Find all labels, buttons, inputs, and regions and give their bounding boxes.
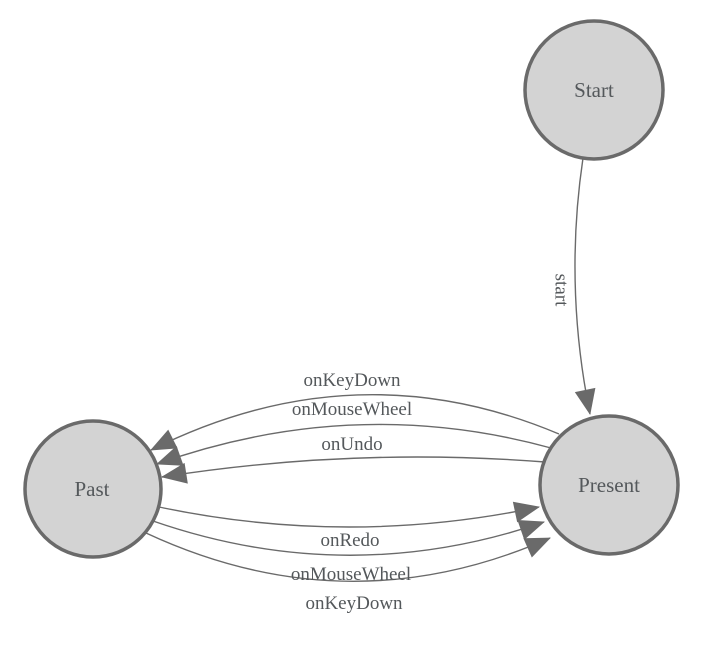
state-node-start[interactable]: Start — [523, 19, 665, 161]
state-circle-past[interactable] — [23, 419, 163, 559]
state-label-present: Present — [578, 473, 640, 497]
edge-labels-layer: start onKeyDown onMouseWheel onUndo onRe… — [291, 274, 572, 614]
edge-present-to-past-onmousewheel — [156, 423, 552, 466]
nodes-layer: Start Past Present — [23, 19, 680, 559]
state-label-start: Start — [574, 78, 614, 102]
state-circle-start[interactable] — [523, 19, 665, 161]
edge-past-to-present-onredo — [158, 501, 540, 528]
edge-present-to-past-onkeydown — [150, 394, 560, 451]
edges-layer — [145, 157, 596, 582]
edge-label-onkeydown-top: onKeyDown — [303, 370, 401, 391]
edge-label-start: start — [551, 274, 572, 307]
edge-past-to-present-onmousewheel — [152, 520, 545, 556]
edge-label-onkeydown-bottom: onKeyDown — [305, 593, 403, 614]
edge-label-onmousewheel-top: onMouseWheel — [292, 399, 412, 420]
edge-label-onmousewheel-bottom: onMouseWheel — [291, 564, 411, 585]
edge-label-onundo: onUndo — [321, 434, 382, 455]
edge-start-to-present — [574, 157, 596, 415]
state-label-past: Past — [74, 477, 109, 501]
edge-present-to-past-onundo — [161, 456, 546, 484]
edge-past-to-present-onkeydown — [145, 532, 551, 582]
state-node-past[interactable]: Past — [23, 419, 163, 559]
state-circle-present[interactable] — [538, 414, 680, 556]
state-node-present[interactable]: Present — [538, 414, 680, 556]
edge-label-onredo: onRedo — [320, 530, 379, 551]
